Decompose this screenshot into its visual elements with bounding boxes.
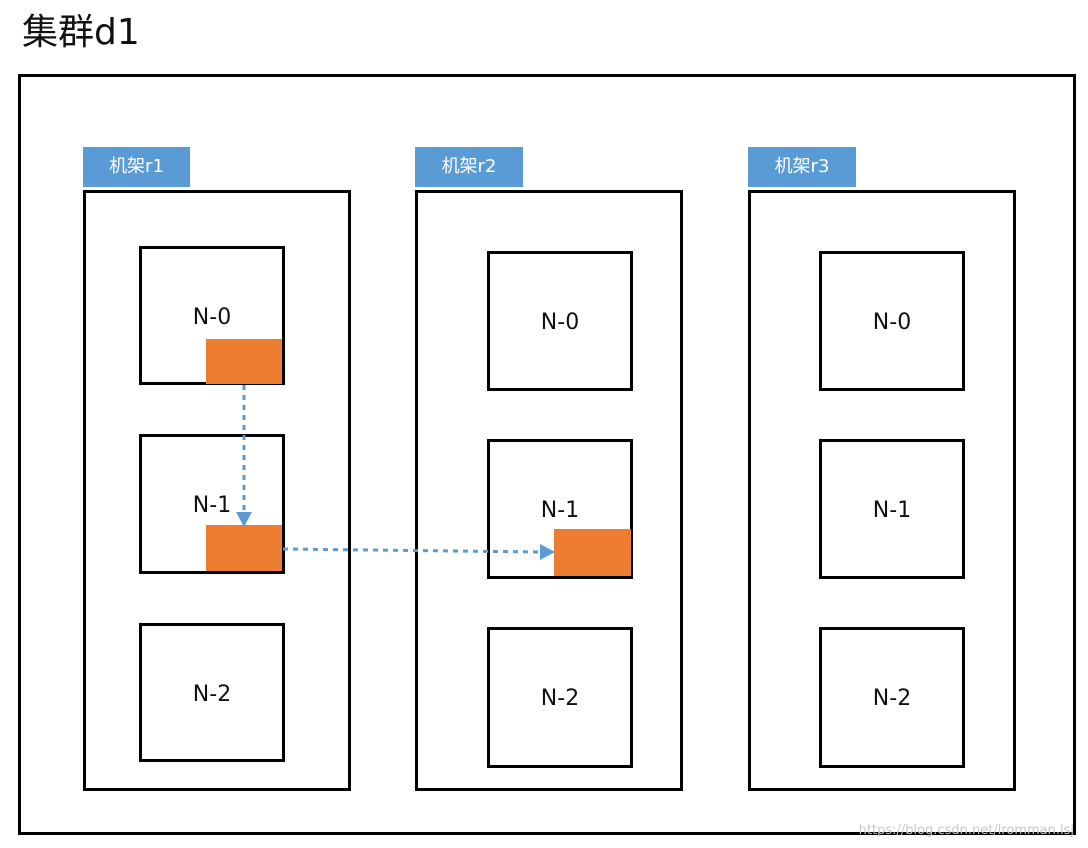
node-label: N-1 [540, 498, 580, 523]
watermark-text: https://blog.csdn.net/lromman.lsj [858, 823, 1074, 838]
data-block-r1-n0 [206, 339, 282, 384]
rack-r1-node-2: N-2 [139, 623, 285, 762]
rack-box-r3 [748, 190, 1016, 791]
node-label: N-1 [872, 498, 912, 523]
node-label: N-2 [872, 686, 912, 711]
node-label: N-0 [540, 310, 580, 335]
rack-r3-node-2: N-2 [819, 627, 965, 768]
rack-tag-r1: 机架r1 [83, 147, 190, 187]
node-label: N-0 [192, 305, 232, 330]
rack-r2-node-2: N-2 [487, 627, 633, 768]
rack-tag-r3: 机架r3 [748, 147, 856, 187]
rack-box-r1 [83, 190, 351, 791]
rack-r3-node-0: N-0 [819, 251, 965, 391]
rack-box-r2 [415, 190, 683, 791]
rack-tag-r2: 机架r2 [415, 147, 523, 187]
data-block-r2-n1 [554, 529, 631, 576]
rack-r2-node-0: N-0 [487, 251, 633, 391]
data-block-r1-n1 [206, 525, 282, 571]
node-label: N-2 [540, 686, 580, 711]
node-label: N-2 [192, 682, 232, 707]
cluster-title: 集群d1 [22, 12, 140, 53]
node-label: N-0 [872, 310, 912, 335]
cluster-box [18, 74, 1076, 835]
node-label: N-1 [192, 493, 232, 518]
rack-r3-node-1: N-1 [819, 439, 965, 579]
